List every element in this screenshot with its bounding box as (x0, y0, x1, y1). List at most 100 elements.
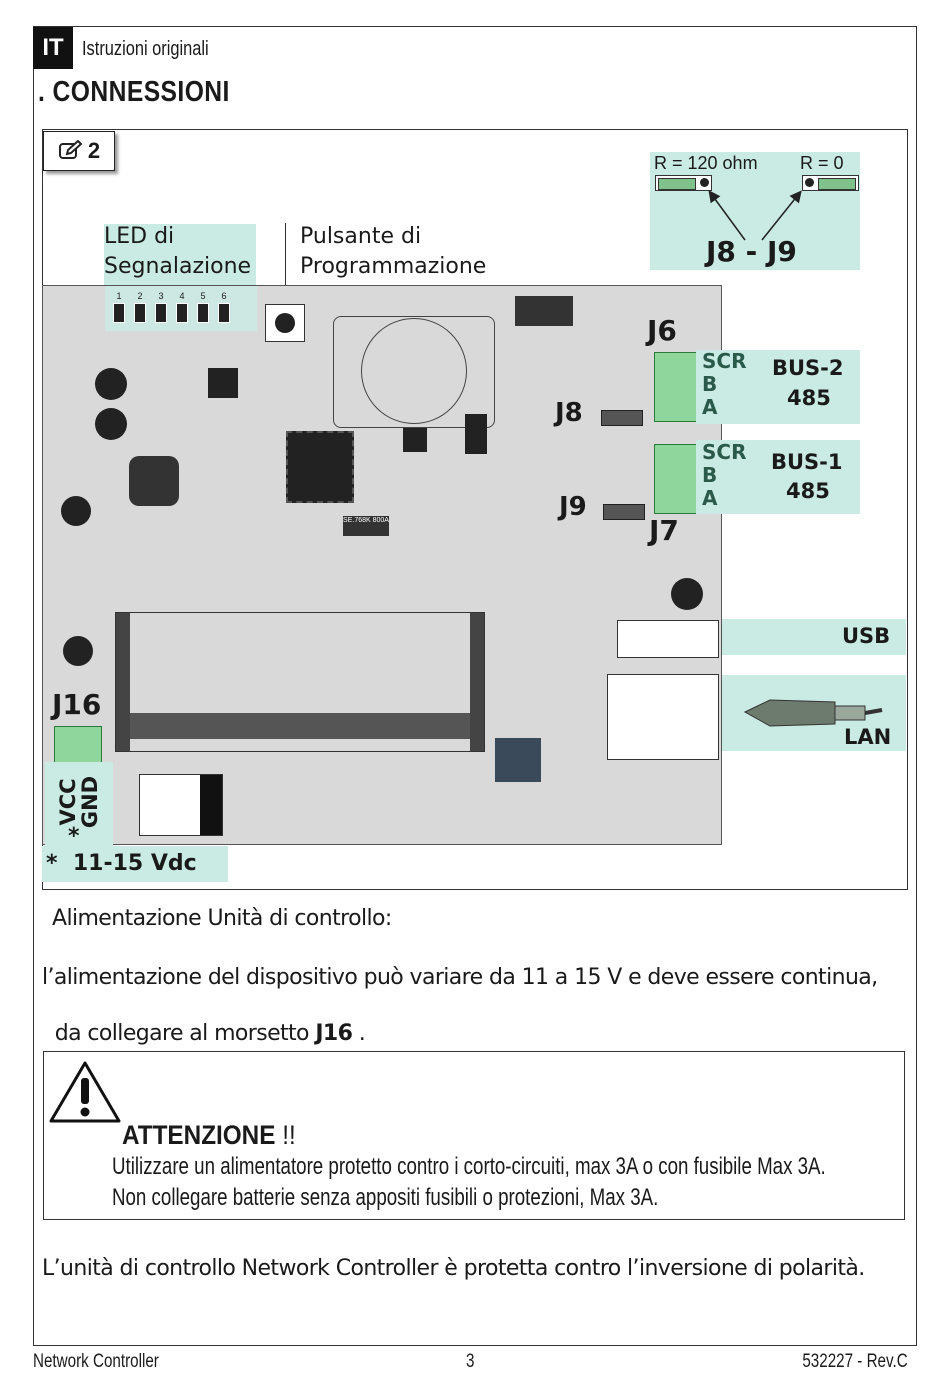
warning-triangle-icon (49, 1061, 121, 1123)
jumper-r0-label: R = 0 (800, 153, 844, 173)
j8-jumper[interactable] (601, 410, 643, 426)
power-line-2: da collegare al morsetto J16 . (42, 996, 366, 1046)
bus1-terminal[interactable] (654, 444, 698, 514)
j16-label-area (45, 762, 113, 846)
usb-label-area (722, 619, 906, 655)
coin-battery (361, 318, 467, 424)
led-5: 5 (197, 291, 209, 325)
bus1-name: BUS-1 (771, 450, 843, 474)
warning-title-suffix: !! (282, 1120, 296, 1150)
bus1-label-area (696, 440, 860, 514)
usb-label: USB (842, 624, 891, 648)
vcc-label: VCC (56, 778, 80, 826)
section-title: . CONNESSIONI (38, 76, 230, 108)
button-label: Pulsante di Programmazione (300, 222, 486, 282)
button-label-line2: Programmazione (300, 254, 487, 279)
lan-connector[interactable] (607, 674, 719, 760)
bus1-type: 485 (786, 479, 830, 503)
led-1: 1 (113, 291, 125, 325)
footer-page-number: 3 (466, 1351, 475, 1372)
led-3: 3 (155, 291, 167, 325)
j7-label: J7 (649, 514, 679, 547)
jumper-r120-label: R = 120 ohm (654, 153, 758, 173)
warning-title-text: ATTENZIONE (122, 1120, 276, 1150)
page-frame (33, 26, 917, 1346)
bus1-pin-a: A (702, 486, 718, 510)
bus2-type: 485 (787, 386, 831, 410)
jumper-title: J8 - J9 (706, 235, 797, 268)
bus1-pin-scr: SCR (702, 440, 747, 464)
bus1-pin-b: B (702, 463, 718, 487)
eeprom-chip (403, 428, 427, 452)
capacitor-4 (63, 636, 93, 666)
language-badge: IT (33, 27, 73, 69)
warning-box (43, 1051, 905, 1220)
bus2-terminal[interactable] (654, 352, 698, 422)
bus2-label-area (696, 350, 860, 424)
bus2-pin-b: B (702, 372, 718, 396)
ethernet-phy-chip (495, 738, 541, 782)
fuse-label: SE.768K 800A (343, 517, 389, 524)
language-description: Istruzioni originali (82, 38, 209, 60)
j8-label: J8 (555, 398, 583, 428)
j9-label: J9 (559, 492, 587, 522)
inductor (129, 456, 179, 506)
gnd-label: GND (78, 775, 102, 829)
capacitor-3 (61, 496, 91, 526)
button-label-pointer (285, 223, 286, 303)
power-line-2-terminal: J16 (315, 1021, 353, 1046)
led-label: LED di Segnalazione (104, 222, 251, 282)
power-line-2-prefix: da collegare al morsetto (54, 1021, 316, 1046)
circuit-board: 1 2 3 4 5 6 (42, 285, 722, 845)
edit-icon (58, 140, 83, 159)
jumper-r120-symbol (655, 175, 712, 191)
jumper-legend (650, 152, 860, 270)
transceiver-chip (465, 414, 487, 454)
figure-label: 2 (43, 131, 115, 171)
bus2-pin-a: A (702, 395, 718, 419)
led-label-line2: Segnalazione (104, 254, 252, 279)
jumper-arrows (708, 190, 802, 241)
figure-number: 2 (87, 138, 101, 163)
jumper-r0-symbol (802, 175, 859, 191)
j9-jumper[interactable] (603, 504, 645, 520)
j6-label: J6 (647, 314, 677, 347)
power-line-2-suffix: . (352, 1021, 366, 1046)
usb-connector[interactable] (617, 620, 719, 658)
polarity-note: L’unità di controllo Network Controller … (42, 1256, 865, 1281)
lan-label: LAN (844, 725, 892, 749)
capacitor-5 (671, 578, 703, 610)
led-row: 1 2 3 4 5 6 (113, 291, 230, 325)
battery-holder (333, 316, 495, 428)
capacitor-2 (95, 408, 127, 440)
main-processor (286, 431, 354, 503)
programming-button[interactable] (265, 304, 305, 342)
footer-doc-code: 532227 - Rev.C (802, 1351, 908, 1372)
power-line-1: l’alimentazione del dispositivo può vari… (42, 965, 878, 990)
j16-label: J16 (52, 688, 102, 721)
button-label-line1: Pulsante di (300, 224, 422, 249)
j16-asterisk: * (68, 824, 80, 849)
voltage-label-area (42, 846, 228, 882)
warning-title: ATTENZIONE !! (122, 1120, 296, 1151)
capacitor-1 (95, 368, 127, 400)
bus2-pin-scr: SCR (702, 349, 747, 373)
footer-product: Network Controller (33, 1351, 159, 1372)
warning-line-2: Non collegare batterie senza appositi fu… (112, 1184, 659, 1211)
voltage-label: * 11-15 Vdc (46, 851, 197, 876)
bus2-pin-labels: SCR B A (702, 350, 746, 419)
power-heading: Alimentazione Unità di controllo: (52, 906, 392, 931)
power-jack (139, 774, 223, 836)
j16-terminal[interactable] (54, 726, 102, 764)
rtc-chip (515, 296, 573, 326)
led-2: 2 (134, 291, 146, 325)
expansion-slot (115, 612, 485, 752)
led-6: 6 (218, 291, 230, 325)
bus1-pin-labels: SCR B A (702, 441, 746, 510)
ethernet-cable-icon (743, 699, 883, 727)
bus2-name: BUS-2 (772, 356, 844, 380)
led-4: 4 (176, 291, 188, 325)
regulator (208, 368, 238, 398)
led-label-line1: LED di (104, 224, 175, 249)
fuse: SE.768K 800A (343, 516, 389, 536)
